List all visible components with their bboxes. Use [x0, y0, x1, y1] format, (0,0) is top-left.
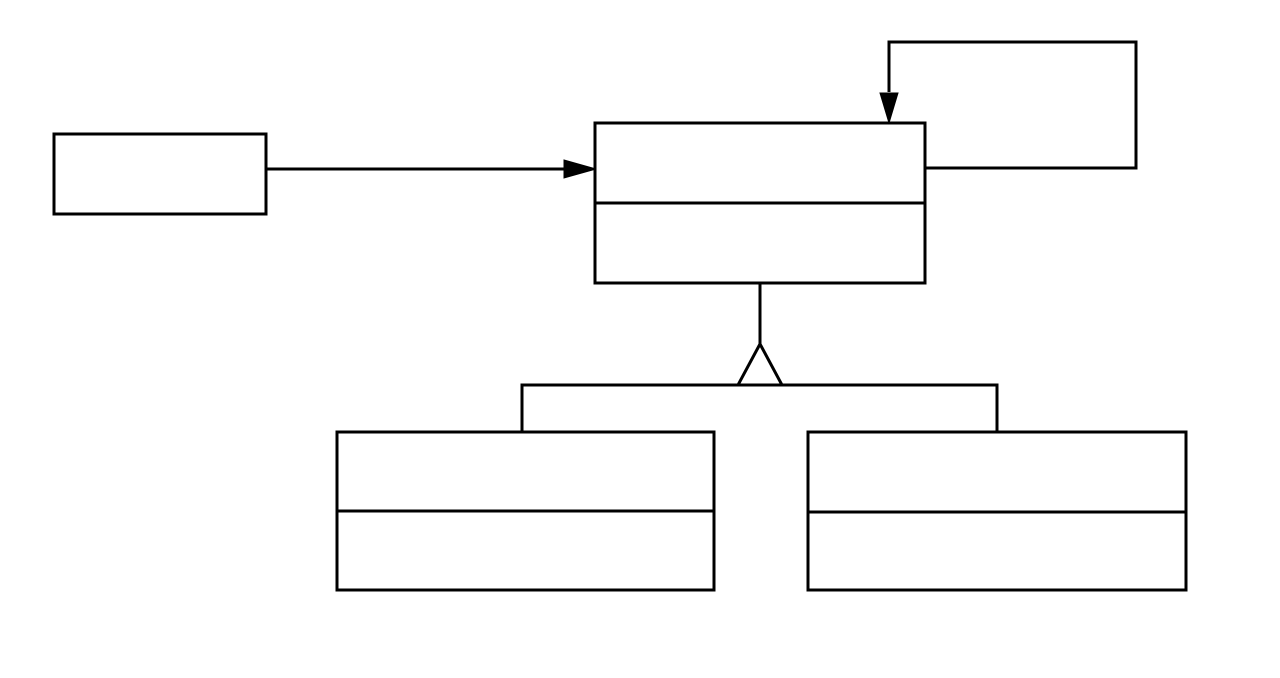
generalization-branch [520, 383, 999, 432]
client-class-box [52, 132, 268, 216]
self-association-arrowhead [879, 92, 899, 125]
generalization-triangle [735, 340, 785, 387]
association-arrowhead [563, 159, 598, 179]
self-association-line [887, 40, 1138, 170]
